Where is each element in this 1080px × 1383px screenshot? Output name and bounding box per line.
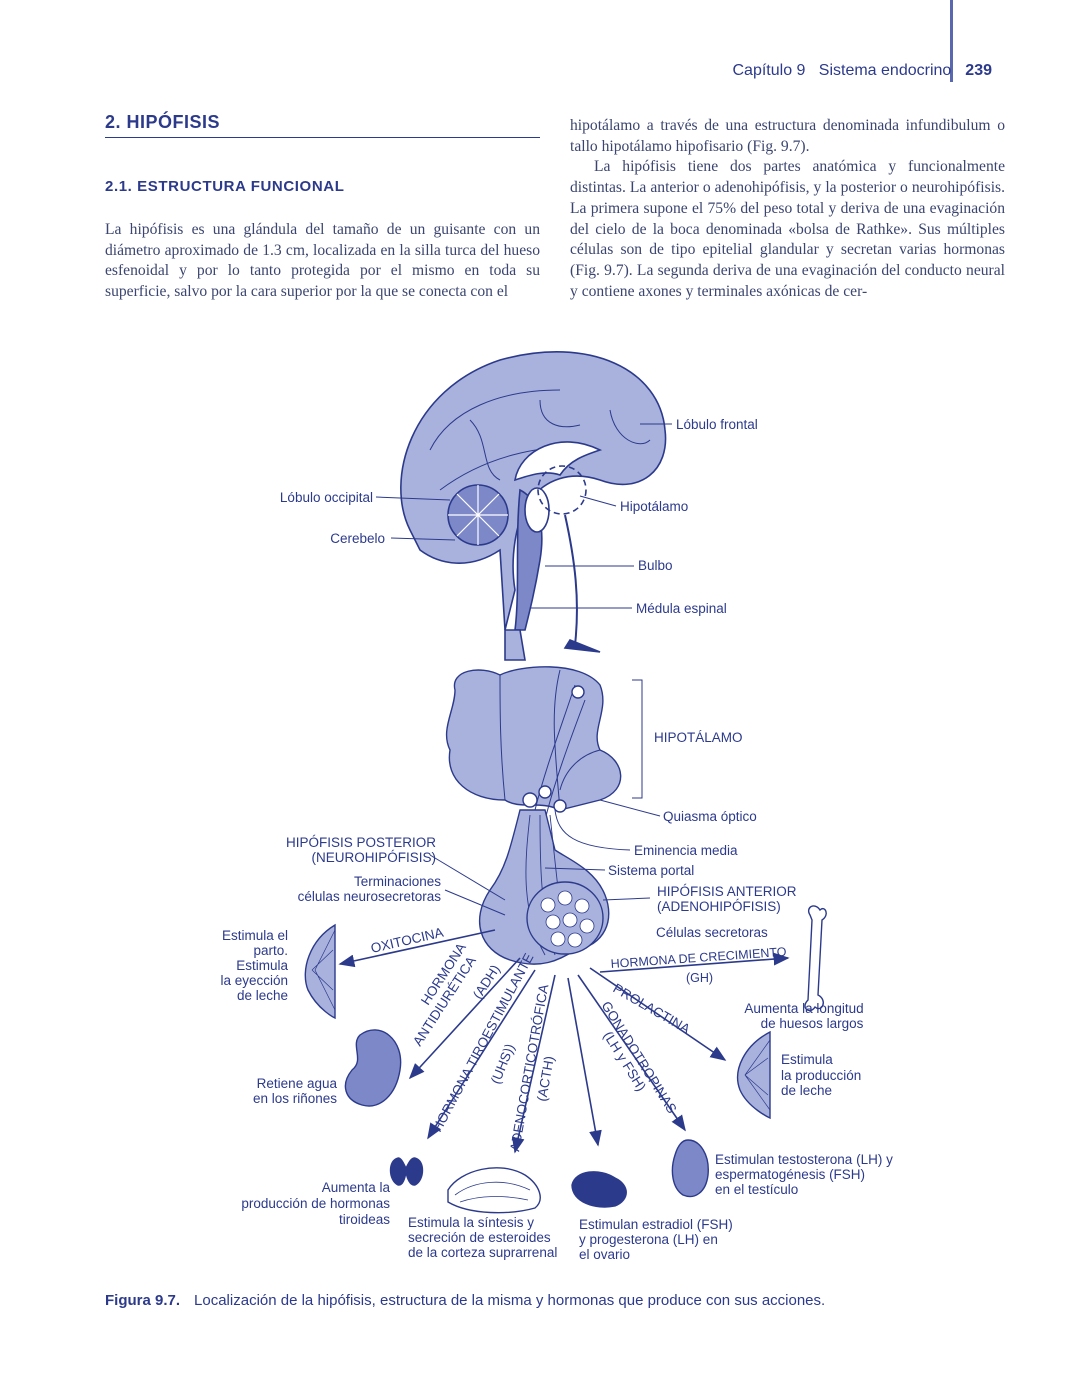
mammary-icon: [736, 1030, 771, 1120]
caption-label: Figura 9.7.: [105, 1292, 181, 1309]
effect-kidney-line2: en los riñones: [253, 1091, 337, 1106]
effect-uterus-line5: de leche: [237, 988, 288, 1003]
label-portal-system: Sistema portal: [608, 863, 694, 878]
left-paragraph: La hipófisis es una glándula del tamaño …: [105, 221, 540, 301]
label-adenohypophysis: (ADENOHIPÓFISIS): [657, 899, 781, 914]
ovary-icon: [571, 1171, 627, 1208]
effect-adrenal-line3: de la corteza suprarrenal: [408, 1245, 557, 1260]
header-bar: [950, 0, 953, 82]
pituitary-illustration: [445, 666, 622, 965]
adrenal-icon: [447, 1167, 541, 1214]
right-column: hipotálamo a través de una estructura de…: [570, 116, 1005, 302]
effect-thyroid: Aumenta la producción de hormonas tiroid…: [241, 1180, 390, 1227]
hormone-oxytocin: OXITOCINA: [369, 925, 444, 956]
target-organs: [304, 905, 827, 1214]
chapter-title: Capítulo 9 Sistema endocrino: [732, 62, 952, 79]
hormone-arrows: [338, 929, 790, 1154]
effect-breast-line1: Estimula: [781, 1052, 833, 1067]
effect-adrenal-line1: Estimula la síntesis y: [408, 1215, 534, 1230]
effect-adrenal: Estimula la síntesis y secreción de este…: [408, 1215, 557, 1260]
effect-ovary-line1: Estimulan estradiol (FSH): [579, 1217, 733, 1232]
page-number: 239: [965, 62, 992, 79]
running-header: Capítulo 9 Sistema endocrino 239: [733, 62, 993, 80]
effect-adrenal-line2: secreción de esteroides: [408, 1230, 551, 1245]
effect-bone: Aumenta la longitud de huesos largos: [744, 1001, 863, 1031]
effect-thyroid-line1: Aumenta la: [322, 1180, 391, 1195]
effect-testis-line2: espermatogénesis (FSH): [715, 1167, 865, 1182]
brain-leaders: [375, 423, 672, 609]
testis-icon: [671, 1139, 709, 1198]
effect-ovary-line2: y progesterona (LH) en: [579, 1232, 718, 1247]
effect-uterus: Estimula el parto. Estimula la eyección …: [220, 928, 288, 1003]
effect-testis: Estimulan testosterona (LH) y espermatog…: [715, 1152, 893, 1197]
effect-breast-line3: de leche: [781, 1083, 832, 1098]
subsection-title: 2.1. ESTRUCTURA FUNCIONAL: [105, 178, 345, 195]
figure-caption: Figura 9.7. Localización de la hipófisis,…: [105, 1292, 825, 1309]
label-terminations: Terminaciones: [354, 874, 441, 889]
effect-breast: Estimula la producción de leche: [781, 1052, 861, 1098]
label-hypothalamus-title: HIPOTÁLAMO: [654, 730, 743, 745]
label-anterior-pituitary: HIPÓFISIS ANTERIOR: [657, 884, 797, 899]
hormone-gh-line1: HORMONA DE CRECIMIENTO: [610, 945, 787, 971]
right-paragraph-1: hipotálamo a través de una estructura de…: [570, 117, 1005, 155]
effect-testis-line3: en el testículo: [715, 1182, 798, 1197]
hormone-tsh-line2: (UHS)): [488, 1042, 518, 1087]
effect-testis-line1: Estimulan testosterona (LH) y: [715, 1152, 893, 1167]
left-column: La hipófisis es una glándula del tamaño …: [105, 220, 540, 303]
caption-text: Localización de la hipófisis, estructura…: [194, 1292, 826, 1309]
label-neurohypophysis: (NEUROHIPÓFISIS): [311, 850, 436, 865]
effect-kidney: Retiene agua en los riñones: [253, 1076, 338, 1106]
label-hypothalamus-brain: Hipotálamo: [620, 499, 688, 514]
effect-uterus-line1: Estimula el: [222, 928, 288, 943]
kidney-icon: [344, 1029, 402, 1107]
label-bulb: Bulbo: [638, 558, 673, 573]
label-occipital-lobe: Lóbulo occipital: [280, 490, 373, 505]
effect-bone-line1: Aumenta la longitud: [744, 1001, 863, 1016]
label-cerebellum: Cerebelo: [330, 531, 385, 546]
label-frontal-lobe: Lóbulo frontal: [676, 417, 758, 432]
pituitary-leaders: [429, 679, 661, 916]
figure-illustration: Lóbulo frontal Lóbulo occipital Hipotála…: [220, 351, 893, 1262]
effect-thyroid-line2: producción de hormonas: [241, 1196, 390, 1211]
effect-uterus-line4: la eyección: [220, 973, 288, 988]
effect-kidney-line1: Retiene agua: [257, 1076, 338, 1091]
effect-breast-line2: la producción: [781, 1068, 861, 1083]
effect-ovary-line3: el ovario: [579, 1247, 630, 1262]
effect-ovary: Estimulan estradiol (FSH) y progesterona…: [579, 1217, 733, 1262]
effect-uterus-line3: Estimula: [236, 958, 288, 973]
section-title: 2. HIPÓFISIS: [105, 112, 540, 138]
hormone-gh-line2: (GH): [686, 971, 713, 985]
label-median-eminence: Eminencia media: [634, 843, 738, 858]
effect-thyroid-line3: tiroideas: [339, 1212, 390, 1227]
bone-icon: [804, 905, 827, 1012]
effect-bone-line2: de huesos largos: [761, 1016, 864, 1031]
label-secretory-cells: Células secretoras: [656, 925, 768, 940]
effect-uterus-line2: parto.: [253, 943, 288, 958]
label-neurosecretory-cells: células neurosecretoras: [298, 889, 442, 904]
label-optic-chiasm: Quiasma óptico: [663, 809, 757, 824]
label-posterior-pituitary: HIPÓFISIS POSTERIOR: [286, 835, 436, 850]
brain-illustration: [400, 351, 667, 661]
thyroid-icon: [389, 1157, 424, 1186]
label-spinal-cord: Médula espinal: [636, 601, 727, 616]
right-paragraph-2: La hipófisis tiene dos partes anatómica …: [570, 158, 1005, 300]
